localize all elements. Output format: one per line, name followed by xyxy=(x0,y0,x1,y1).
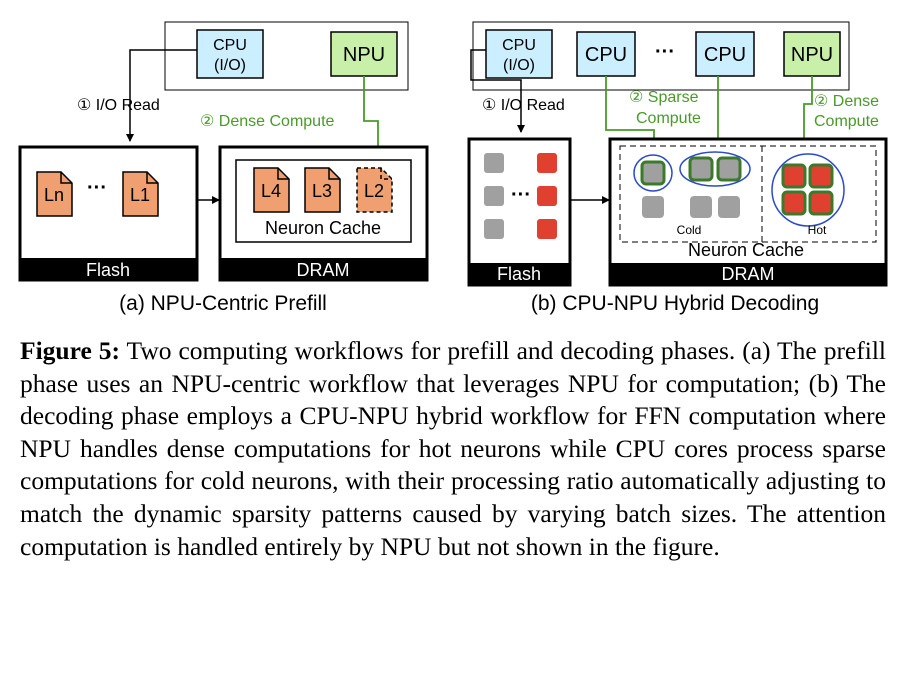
panel-a-cache-layer-l3: L3 xyxy=(304,167,341,213)
panel-a-cpu-io-box xyxy=(196,29,264,79)
panel-b-cpu-core-2 xyxy=(695,31,755,77)
sparse-selection-ring-1 xyxy=(633,154,673,192)
cache-cold-neuron xyxy=(642,196,664,218)
panel-a-cache-layer-l4: L4 xyxy=(253,167,290,213)
panel-b-flash-bar xyxy=(469,263,570,285)
panel-a-flash-layer-l1-label: L1 xyxy=(130,185,150,205)
panel-a-cpu-label: CPU xyxy=(213,37,247,54)
panel-b-hot-neurons xyxy=(771,153,845,227)
panel-a-cache-layer-l2-label: L2 xyxy=(364,181,384,201)
cache-cold-neuron xyxy=(640,160,666,186)
panel-a-dense-compute-arrow xyxy=(363,76,383,160)
panel-b-flash-ellipsis: ··· xyxy=(511,184,531,206)
cache-cold-neuron xyxy=(690,196,712,218)
sparse-selection-ring-2 xyxy=(679,151,751,187)
panel-b-cpu-core-2-label: CPU xyxy=(704,44,746,66)
panel-b-flash-neurons xyxy=(484,153,557,239)
panel-b-dense-compute-label-1: ② Dense xyxy=(814,93,879,110)
panel-b-cpu-io-box xyxy=(485,29,553,79)
panel-b-cold-neurons xyxy=(633,151,751,218)
panel-b-sparse-compute-label-2: Compute xyxy=(636,110,701,127)
panel-b-io-read-arrow xyxy=(470,49,525,133)
panel-a-io-read-label: ① I/O Read xyxy=(77,97,160,114)
panel-b-neuron-cache-box xyxy=(619,145,877,243)
panel-b-flash-label: Flash xyxy=(497,264,541,284)
panel-b-hot-label: Hot xyxy=(808,223,827,237)
panel-a-npu-label: NPU xyxy=(343,44,385,66)
cache-cold-neuron xyxy=(718,196,740,218)
cache-hot-neuron xyxy=(781,163,807,189)
panel-a-dense-compute-label: ② Dense Compute xyxy=(200,113,335,130)
panel-b-caption: (b) CPU-NPU Hybrid Decoding xyxy=(531,292,819,315)
panel-b-cpu-io-label-1: CPU xyxy=(502,37,536,54)
cache-hot-neuron xyxy=(808,190,834,216)
flash-cold-neuron xyxy=(484,153,504,173)
panel-b-cpu-core-1-label: CPU xyxy=(585,44,627,66)
panel-b-dense-compute-label-2: Compute xyxy=(814,113,879,130)
flash-hot-neuron xyxy=(537,186,557,206)
panel-b-cold-label: Cold xyxy=(677,223,702,237)
panel-a-dram-bar xyxy=(220,258,427,280)
panel-b-npu-box xyxy=(783,31,841,77)
figure-caption: Figure 5: Two computing workflows for pr… xyxy=(20,335,886,563)
flash-cold-neuron xyxy=(484,219,504,239)
panel-a-cpu-io-label: (I/O) xyxy=(214,57,246,74)
panel-b-neuron-cache-label: Neuron Cache xyxy=(688,240,804,260)
panel-b-dram-bar xyxy=(610,263,886,285)
panel-a-flash-layer-l1: L1 xyxy=(122,171,159,217)
panel-a-cache-layer-l3-label: L3 xyxy=(312,181,332,201)
panel-a-caption: (a) NPU-Centric Prefill xyxy=(119,292,327,315)
panel-a-flash-bar xyxy=(20,258,197,280)
panel-a-flash-layer-ln: Ln xyxy=(36,171,73,217)
panel-b: CPU (I/O) CPU ··· CPU NPU ① I/O Read ② S… xyxy=(467,21,888,315)
flash-cold-neuron xyxy=(484,186,504,206)
panel-b-io-read-label: ① I/O Read xyxy=(482,97,565,114)
panel-a-cache-layer-l2: L2 xyxy=(356,167,393,213)
cache-hot-neuron xyxy=(808,163,834,189)
figure-label: Figure 5: xyxy=(20,336,120,365)
cache-cold-neuron xyxy=(716,156,742,182)
cache-cold-neuron xyxy=(688,156,714,182)
panel-b-cpu-ellipsis: ··· xyxy=(655,41,675,63)
panel-b-dense-compute-arrow xyxy=(799,76,813,160)
panel-a-flash-layer-ln-label: Ln xyxy=(44,185,64,205)
panel-a-dram-label: DRAM xyxy=(297,260,350,280)
figure-caption-text: Two computing workflows for prefill and … xyxy=(20,336,886,561)
panel-b-sparse-compute-label-1: ② Sparse xyxy=(629,89,699,106)
panel-a-neuron-cache-label: Neuron Cache xyxy=(265,218,381,238)
panel-b-dram-label: DRAM xyxy=(722,264,775,284)
workflow-diagram: CPU (I/O) NPU ① I/O Read ② Dense Compute… xyxy=(18,21,888,315)
panel-a: CPU (I/O) NPU ① I/O Read ② Dense Compute… xyxy=(18,21,429,315)
panel-b-npu-label: NPU xyxy=(791,44,833,66)
dense-selection-ring xyxy=(771,153,845,227)
panel-a-cache-layer-l4-label: L4 xyxy=(261,181,281,201)
panel-a-flash-ellipsis: ··· xyxy=(87,177,107,199)
cache-hot-neuron xyxy=(781,190,807,216)
panel-a-io-read-arrow xyxy=(126,49,197,142)
flash-hot-neuron xyxy=(537,219,557,239)
panel-b-cpu-io-label-2: (I/O) xyxy=(503,57,535,74)
flash-hot-neuron xyxy=(537,153,557,173)
panel-a-flash-label: Flash xyxy=(86,260,130,280)
